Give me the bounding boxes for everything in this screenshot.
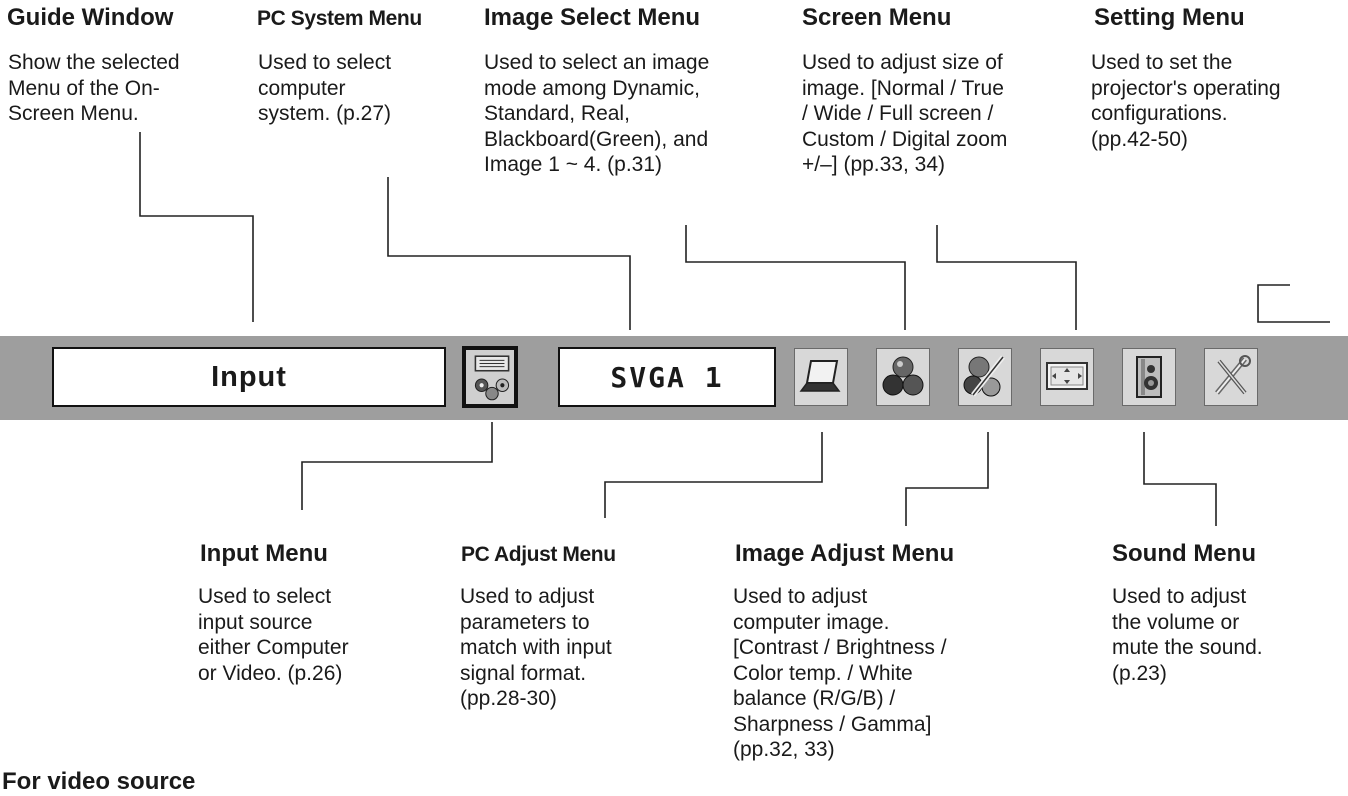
screen-menu-heading: Screen Menu <box>802 4 952 31</box>
pc-system-box: SVGA 1 <box>558 347 776 407</box>
input-menu-heading: Input Menu <box>200 540 328 567</box>
pc-system-menu-description: Used to select computer system. (p.27) <box>258 51 392 125</box>
pc-adjust-connector <box>604 432 823 518</box>
pc-adjust-icon[interactable] <box>794 348 848 406</box>
sound-connector <box>1143 432 1217 526</box>
image-select-icon[interactable] <box>876 348 930 406</box>
input-connector <box>301 422 493 510</box>
image-adjust-connector <box>905 432 989 526</box>
guide-connector <box>139 132 254 322</box>
guide-window-heading: Guide Window <box>7 4 174 31</box>
image-select-connector <box>685 225 906 330</box>
setting-menu-heading: Setting Menu <box>1094 4 1245 31</box>
setting-icon[interactable] <box>1204 348 1258 406</box>
setting-connector-main <box>1257 284 1330 323</box>
setting-connector <box>1334 263 1342 330</box>
input-icon[interactable] <box>462 346 518 408</box>
image-adjust-icon[interactable] <box>958 348 1012 406</box>
setting-menu-description: Used to set the projector's operating co… <box>1091 51 1281 151</box>
screen-menu-description: Used to adjust size of image. [Normal / … <box>802 51 1008 176</box>
image-select-menu-heading: Image Select Menu <box>484 4 701 31</box>
guide-window-description: Show the selected Menu of the On- Screen… <box>8 51 180 125</box>
pc-system-connector <box>387 177 631 330</box>
input-menu-description: Used to select input source either Compu… <box>198 585 349 685</box>
guide-window-box: Input <box>52 347 446 407</box>
screen-icon[interactable] <box>1040 348 1094 406</box>
image-select-menu-description: Used to select an image mode among Dynam… <box>484 51 710 176</box>
pc-adjust-menu-heading: PC Adjust Menu <box>461 543 616 566</box>
video-source-heading: For video source <box>2 768 196 795</box>
sound-icon[interactable] <box>1122 348 1176 406</box>
pc-system-menu-heading: PC System Menu <box>257 7 422 30</box>
pc-adjust-menu-description: Used to adjust parameters to match with … <box>460 585 612 710</box>
image-adjust-menu-description: Used to adjust computer image. [Contrast… <box>733 585 947 761</box>
image-adjust-menu-heading: Image Adjust Menu <box>735 540 955 567</box>
sound-menu-description: Used to adjust the volume or mute the so… <box>1112 585 1263 685</box>
sound-menu-heading: Sound Menu <box>1112 540 1256 567</box>
screen-connector <box>936 225 1077 330</box>
